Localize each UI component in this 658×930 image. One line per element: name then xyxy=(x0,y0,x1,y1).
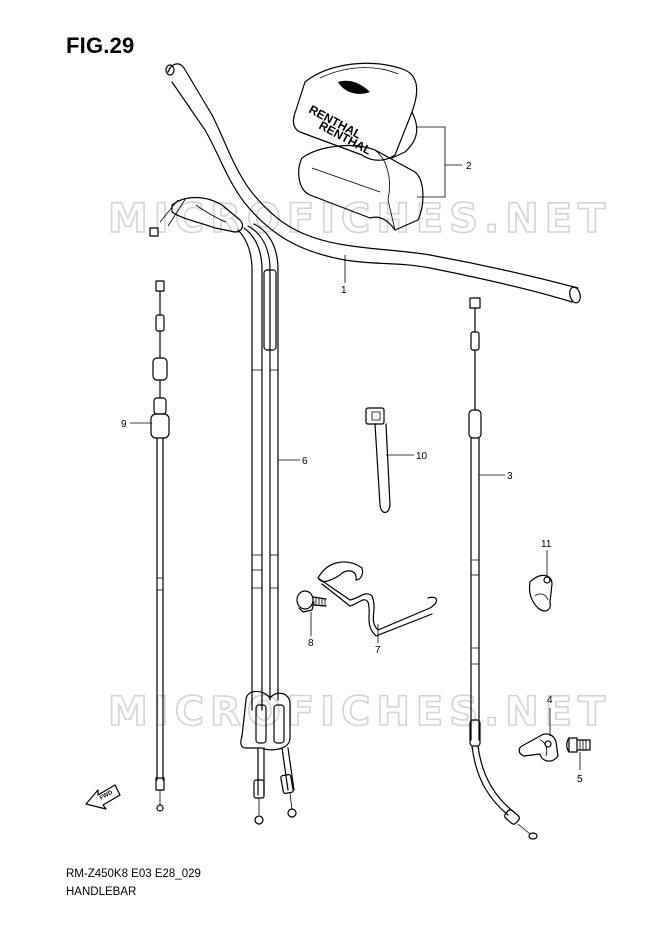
callout-5: 5 xyxy=(577,774,583,785)
hot-start-cable xyxy=(150,280,170,812)
figure-code: RM-Z450K8 E03 E28_029 xyxy=(66,868,201,880)
callout-10: 10 xyxy=(416,451,428,462)
watermark-top: MICROFICHES.NET xyxy=(108,196,611,242)
callout-2: 2 xyxy=(466,161,472,172)
clutch-cable xyxy=(468,297,538,840)
figure-title: FIG.29 xyxy=(66,33,135,58)
throttle-cable xyxy=(149,196,297,825)
callout-8: 8 xyxy=(308,638,314,649)
wire-clamp xyxy=(317,561,438,637)
cable-tie xyxy=(365,407,391,514)
handlebar xyxy=(165,63,581,304)
callout-11: 11 xyxy=(541,539,552,550)
cable-guide xyxy=(528,574,553,612)
callout-3: 3 xyxy=(507,471,513,482)
bolt-5 xyxy=(566,737,591,753)
callout-7: 7 xyxy=(375,645,381,656)
callout-6: 6 xyxy=(302,456,308,467)
bolt-8 xyxy=(296,590,327,613)
callout-9: 9 xyxy=(121,419,127,430)
callout-1: 1 xyxy=(341,285,347,296)
fwd-arrow-icon: FWD xyxy=(85,784,121,810)
figure-name: HANDLEBAR xyxy=(66,886,137,898)
callout-4: 4 xyxy=(547,695,553,706)
watermark-bottom: MICROFICHES.NET xyxy=(108,689,611,735)
holder-4 xyxy=(518,733,559,762)
